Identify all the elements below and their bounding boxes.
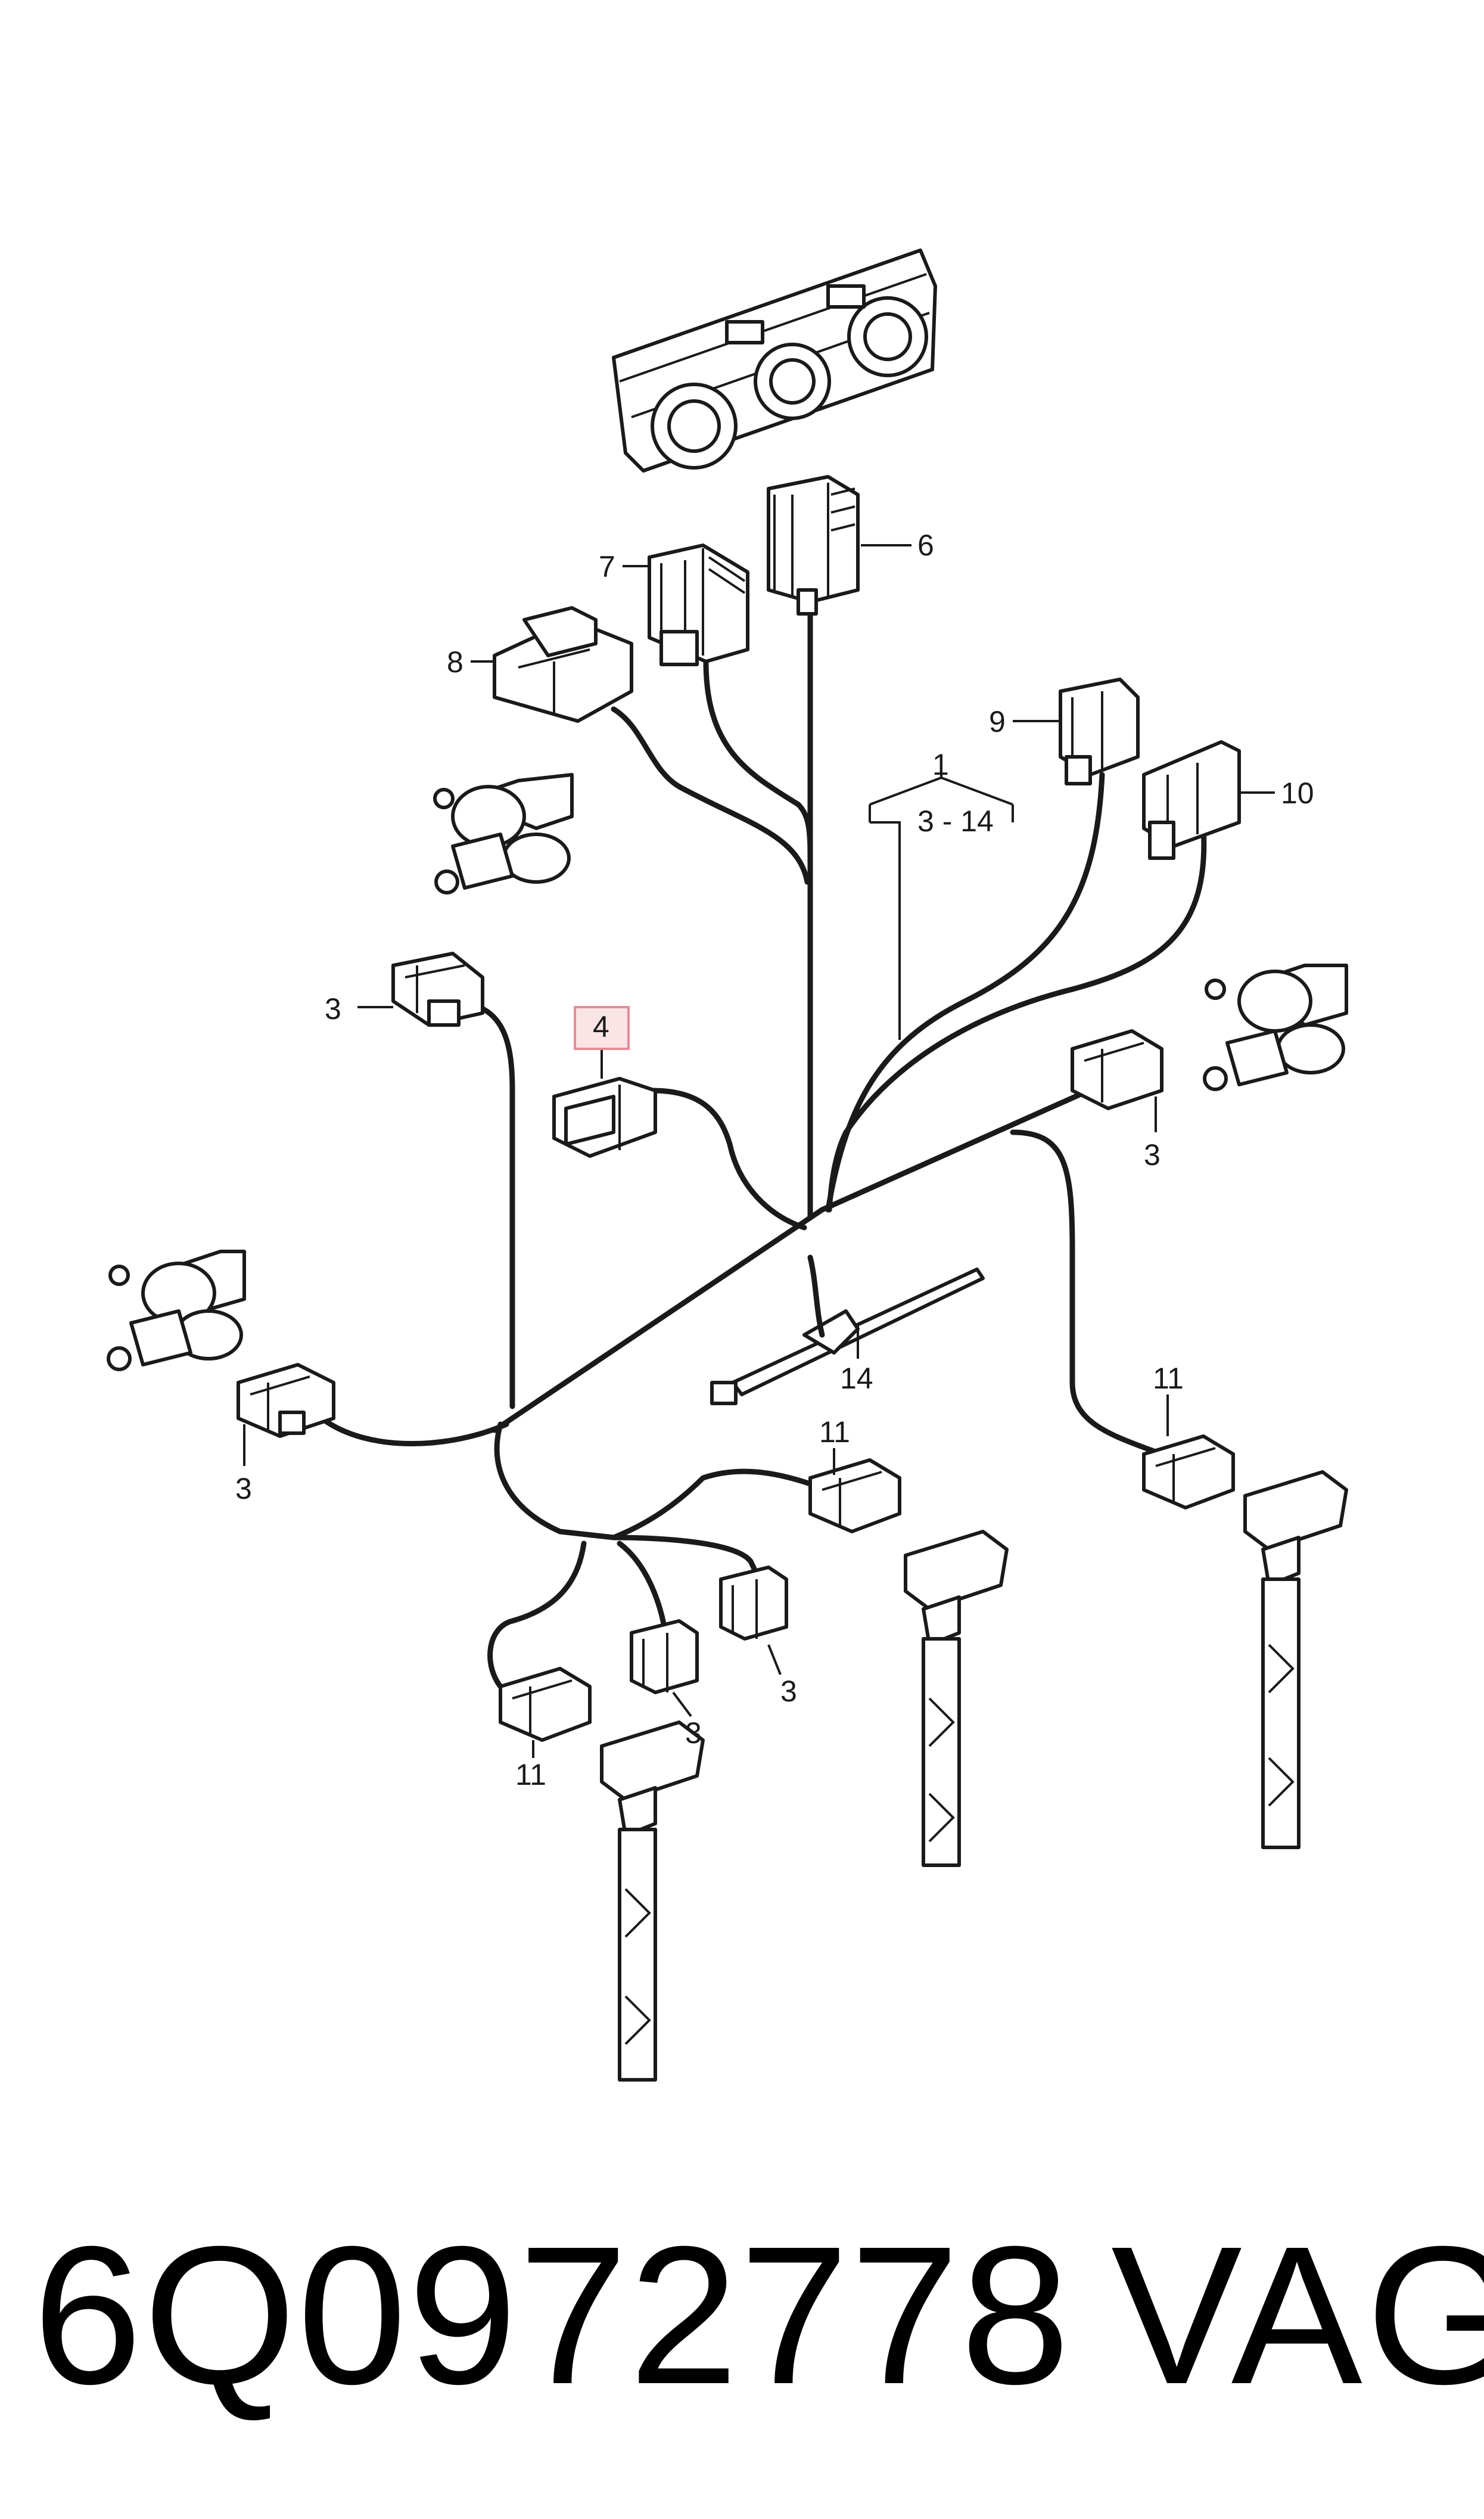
callout-4-highlight bbox=[574, 1006, 630, 1050]
callout-9: 9 bbox=[989, 705, 1006, 738]
climate-control-panel bbox=[612, 249, 937, 473]
wiring-harness-diagram: 1 3 - 14 3 3 3 3 3 4 6 7 8 9 10 11 11 11… bbox=[107, 249, 1348, 2082]
servo-motor-upper-left bbox=[433, 773, 574, 894]
connector-11-lower bbox=[499, 1667, 592, 1742]
connector-3-upper-left bbox=[391, 952, 484, 1027]
connector-7 bbox=[648, 543, 749, 666]
connector-3-lower-a bbox=[630, 1619, 699, 1694]
connector-3-lower-b bbox=[719, 1566, 788, 1641]
connector-3-right bbox=[1071, 1029, 1163, 1110]
callout-3-lower-b: 3 bbox=[780, 1675, 797, 1708]
connector-3-left bbox=[237, 1363, 335, 1438]
connector-9 bbox=[1059, 678, 1140, 785]
callout-3-right: 3 bbox=[1144, 1138, 1161, 1172]
callout-3-left: 3 bbox=[235, 1472, 252, 1505]
servo-motor-right bbox=[1203, 964, 1348, 1091]
callout-6: 6 bbox=[917, 529, 934, 562]
callout-1: 1 bbox=[932, 748, 949, 781]
temperature-sensor-right bbox=[1243, 1470, 1348, 1849]
callout-3-upper-left: 3 bbox=[325, 992, 341, 1026]
part-number: 6Q0972778 bbox=[33, 2205, 1071, 2425]
connector-6 bbox=[767, 475, 860, 616]
temperature-sensor-middle bbox=[904, 1530, 1009, 1867]
callout-1-range: 3 - 14 bbox=[917, 805, 994, 838]
connector-10 bbox=[1142, 740, 1241, 860]
callout-4: 4 bbox=[593, 1010, 609, 1043]
callout-11-lower: 11 bbox=[515, 1758, 546, 1791]
callout-7: 7 bbox=[599, 550, 615, 583]
brand-label: VAG bbox=[1111, 2205, 1484, 2425]
callout-11-middle: 11 bbox=[819, 1415, 850, 1449]
connector-8 bbox=[493, 606, 633, 723]
connector-11-right bbox=[1142, 1434, 1235, 1509]
callout-11-right: 11 bbox=[1153, 1362, 1184, 1395]
leader-lines bbox=[243, 544, 1275, 1758]
servo-motor-left bbox=[107, 1250, 246, 1371]
callout-3-lower-a: 3 bbox=[685, 1716, 702, 1750]
connector-11-middle bbox=[808, 1458, 901, 1533]
callout-10: 10 bbox=[1281, 776, 1314, 810]
callout-14: 14 bbox=[840, 1362, 873, 1395]
temperature-sensor-left bbox=[600, 1720, 705, 2082]
callout-8: 8 bbox=[447, 645, 463, 679]
connector-4 bbox=[552, 1077, 657, 1158]
